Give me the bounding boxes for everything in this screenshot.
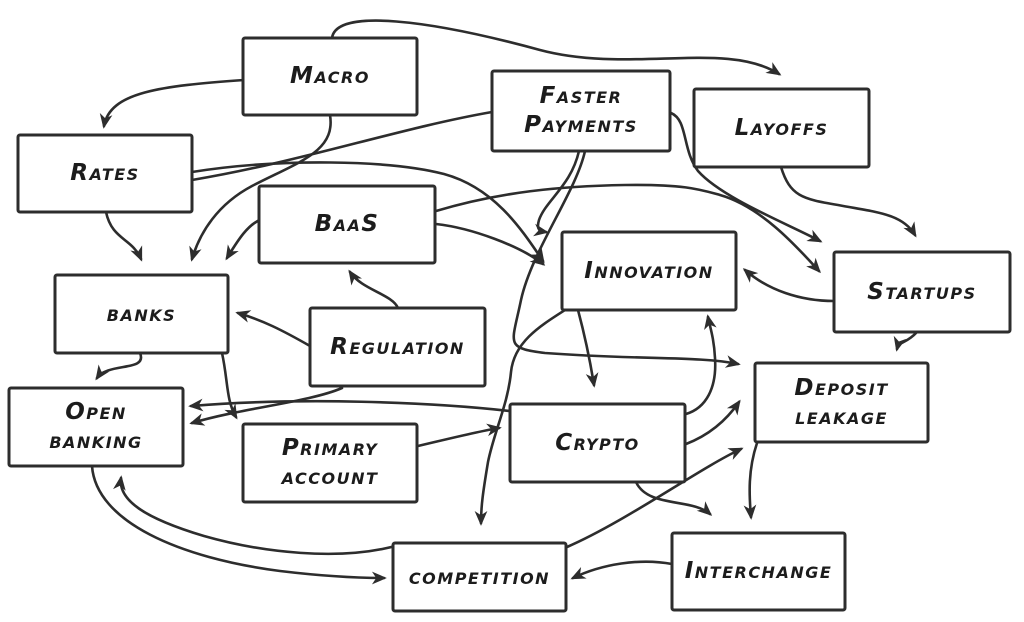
edge-rates-innovation (190, 161, 545, 264)
edge-baas-banks (225, 217, 264, 261)
edge-crypto-open-banking (188, 398, 512, 413)
edge-macro-rates (99, 78, 246, 129)
node-deposit-leakage[interactable] (753, 361, 930, 444)
node-macro[interactable] (241, 36, 419, 117)
edge-banks-open-banking (95, 351, 143, 381)
node-layoffs[interactable] (692, 87, 871, 169)
edge-innovation-crypto (576, 308, 599, 388)
node-rates[interactable] (16, 133, 194, 214)
node-interchange[interactable] (670, 531, 847, 612)
node-regulation[interactable] (308, 306, 487, 388)
edge-startups-deposit-leakage (893, 330, 919, 352)
edge-interchange-competition (570, 560, 674, 580)
edge-macro-banks (189, 113, 332, 262)
edge-macro-layoffs (330, 19, 782, 76)
edge-crypto-interchange (634, 480, 713, 516)
edge-faster-payments-innovation (533, 149, 581, 237)
node-innovation[interactable] (560, 230, 738, 312)
node-primary-account[interactable] (241, 422, 419, 504)
edge-regulation-banks (235, 310, 312, 348)
node-baas[interactable] (257, 184, 437, 265)
node-crypto[interactable] (508, 402, 687, 484)
edge-primary-account-crypto (416, 423, 502, 448)
edge-regulation-baas (348, 269, 400, 310)
edge-baas-startups (434, 183, 821, 274)
edge-deposit-leakage-interchange (743, 441, 759, 520)
node-banks[interactable] (53, 273, 230, 355)
edge-faster-payments-deposit-leakage (512, 149, 741, 368)
edge-layoffs-startups (779, 165, 917, 238)
node-competition[interactable] (391, 541, 568, 613)
edge-rates-banks (104, 210, 143, 262)
edge-open-banking-competition (90, 464, 387, 585)
edge-crypto-deposit-leakage (684, 399, 741, 446)
edge-startups-innovation (742, 268, 836, 303)
edge-crypto-innovation (684, 314, 717, 416)
edge-competition-open-banking (113, 475, 401, 556)
edge-regulation-open-banking (189, 386, 344, 426)
edge-banks-primary-account (220, 351, 238, 420)
node-open-banking[interactable] (7, 386, 185, 468)
edge-baas-innovation (434, 222, 546, 266)
edge-innovation-competition (474, 308, 567, 526)
node-startups[interactable] (832, 250, 1012, 334)
edge-competition-deposit-leakage (565, 447, 744, 549)
node-faster-payments[interactable] (490, 69, 672, 153)
